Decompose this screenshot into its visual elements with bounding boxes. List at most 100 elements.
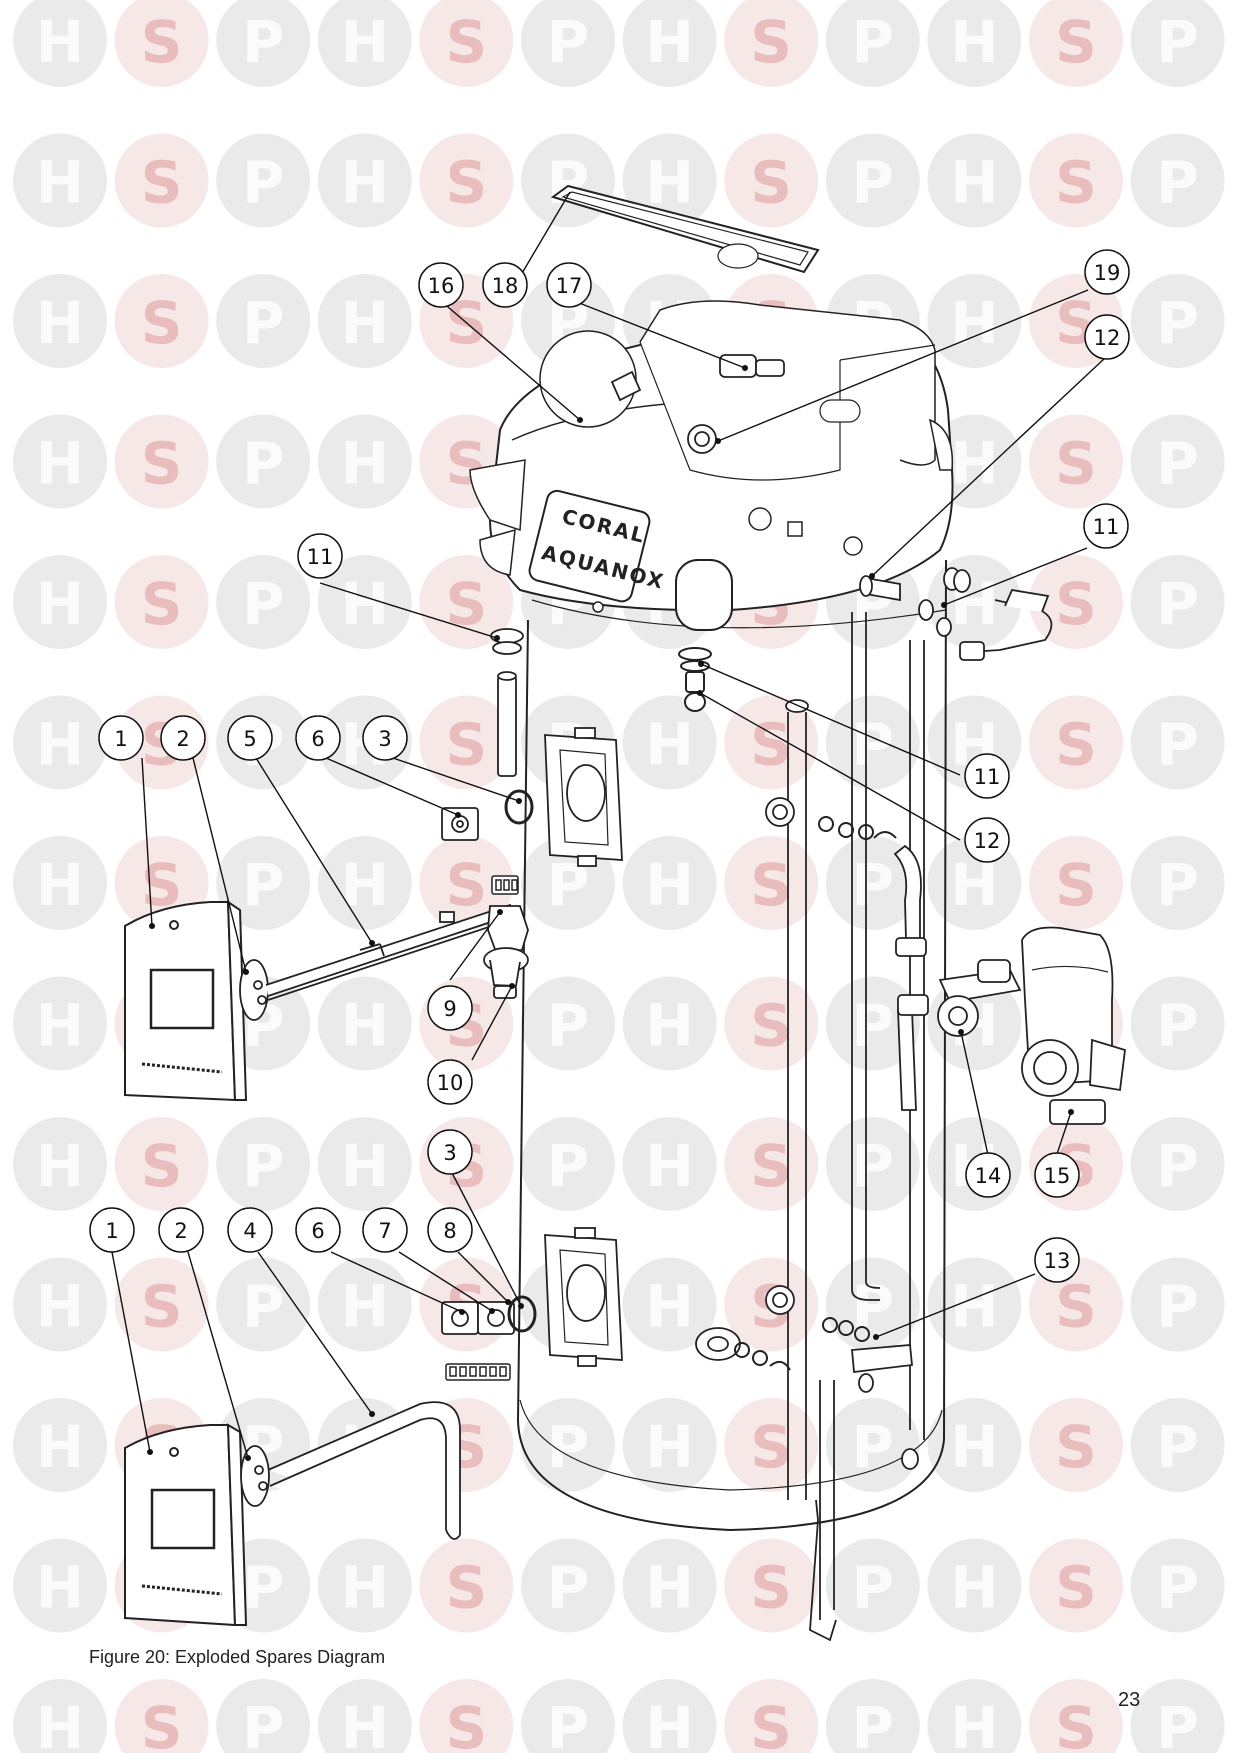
watermark-circle xyxy=(724,695,819,790)
watermark-circle xyxy=(13,1679,107,1753)
watermark-letter: P xyxy=(547,8,590,76)
watermark-circle xyxy=(521,0,615,87)
watermark-circle xyxy=(317,414,412,509)
watermark-letter: P xyxy=(1156,851,1199,919)
watermark-letter: H xyxy=(341,1694,390,1753)
watermark-circle xyxy=(317,555,412,649)
watermark-letter: S xyxy=(1055,149,1097,217)
watermark-circle xyxy=(1029,555,1123,649)
watermark-circle xyxy=(1130,1679,1225,1753)
watermark-letter: H xyxy=(341,570,390,638)
watermark-letter: P xyxy=(547,1554,590,1622)
watermark-circle xyxy=(114,274,209,368)
watermark-letter: S xyxy=(1055,711,1097,779)
watermark-circle xyxy=(825,1117,920,1211)
watermark-circle xyxy=(419,133,514,228)
watermark-letter: S xyxy=(1055,430,1097,498)
watermark-circle xyxy=(927,0,1022,87)
watermark-letter: P xyxy=(1156,1132,1199,1200)
watermark-letter: H xyxy=(950,1273,999,1341)
watermark-letter: P xyxy=(1156,1273,1199,1341)
watermark-letter: P xyxy=(852,1694,895,1753)
callout-12-mid: 12 xyxy=(964,817,1010,863)
page-number: 23 xyxy=(1118,1689,1141,1711)
watermark-circle xyxy=(622,1538,717,1633)
watermark-letter: S xyxy=(446,149,488,217)
watermark-circle xyxy=(317,976,412,1071)
svg-text:11: 11 xyxy=(307,545,334,569)
watermark-letter: P xyxy=(242,1273,285,1341)
watermark-letter: P xyxy=(1156,289,1199,357)
watermark-letter: S xyxy=(141,8,183,76)
watermark-circle xyxy=(622,0,717,87)
watermark-circle xyxy=(825,1398,920,1492)
watermark-circle xyxy=(317,0,412,87)
watermark-circle xyxy=(724,1398,819,1492)
watermark-circle xyxy=(419,695,514,790)
callout-4: 4 xyxy=(227,1207,273,1253)
watermark-circle xyxy=(622,1398,717,1492)
callout-16: 16 xyxy=(418,262,464,308)
watermark-letter: S xyxy=(1055,1273,1097,1341)
watermark-circle xyxy=(13,555,107,649)
terminal-block-upper xyxy=(491,875,519,895)
o-rings xyxy=(678,647,897,1371)
svg-text:6: 6 xyxy=(311,1219,324,1243)
watermark-circle xyxy=(317,1257,412,1352)
svg-text:12: 12 xyxy=(974,829,1001,853)
watermark-circle xyxy=(825,1257,920,1352)
watermark-letter: P xyxy=(547,1413,590,1481)
watermark-circle xyxy=(927,1538,1022,1633)
callout-6-upper: 6 xyxy=(295,715,341,761)
watermark-letter: H xyxy=(36,992,85,1060)
watermark-letter: P xyxy=(852,8,895,76)
callout-19: 19 xyxy=(1084,249,1130,295)
svg-text:10: 10 xyxy=(437,1071,464,1095)
watermark-letter: S xyxy=(141,430,183,498)
watermark-letter: H xyxy=(645,8,694,76)
lid-gasket xyxy=(550,184,820,274)
watermark-letter: H xyxy=(645,1694,694,1753)
watermark-circle xyxy=(521,1538,615,1633)
watermark-letter: P xyxy=(547,1132,590,1200)
callout-8: 8 xyxy=(427,1207,473,1253)
watermark-circle xyxy=(317,1538,412,1633)
watermark-letter: P xyxy=(1156,1413,1199,1481)
watermark-letter: P xyxy=(1156,570,1199,638)
watermark-circle xyxy=(216,414,311,509)
watermark-letter: P xyxy=(852,711,895,779)
watermark-circle xyxy=(724,1538,819,1633)
watermark-letter: H xyxy=(36,1413,85,1481)
watermark-letter: H xyxy=(645,992,694,1060)
element-housing-upper xyxy=(544,727,623,867)
svg-text:1: 1 xyxy=(114,727,127,751)
watermark-letter: P xyxy=(852,992,895,1060)
watermark-circle xyxy=(1130,1117,1225,1211)
callout-10: 10 xyxy=(427,1059,473,1105)
watermark-circle xyxy=(1029,695,1123,790)
watermark-circle xyxy=(13,976,107,1071)
watermark-letter: S xyxy=(446,1554,488,1622)
watermark-letter: H xyxy=(36,851,85,919)
callouts: 16 18 17 19 12 11 11 1 2 5 6 3 11 12 9 1… xyxy=(89,249,1130,1283)
watermark-circle xyxy=(216,555,311,649)
watermark-circle xyxy=(114,1117,209,1211)
svg-text:17: 17 xyxy=(556,274,583,298)
immersion-element-upper xyxy=(239,903,514,1021)
watermark-circle xyxy=(622,1117,717,1211)
callout-15: 15 xyxy=(1034,1152,1080,1198)
watermark-circle xyxy=(622,695,717,790)
watermark-letter: H xyxy=(341,430,390,498)
watermark-letter: S xyxy=(750,149,792,217)
watermark-letter: P xyxy=(547,1694,590,1753)
watermark-circle xyxy=(1130,1538,1225,1633)
watermark-circle xyxy=(825,133,920,228)
svg-text:2: 2 xyxy=(174,1219,187,1243)
watermark-letter: P xyxy=(852,149,895,217)
element-housing-lower xyxy=(544,1227,623,1367)
watermark-circle xyxy=(419,555,514,649)
watermark-letter: P xyxy=(1156,1694,1199,1753)
watermark-letter: P xyxy=(242,1554,285,1622)
watermark-circle xyxy=(1029,133,1123,228)
watermark-letter: S xyxy=(750,1554,792,1622)
